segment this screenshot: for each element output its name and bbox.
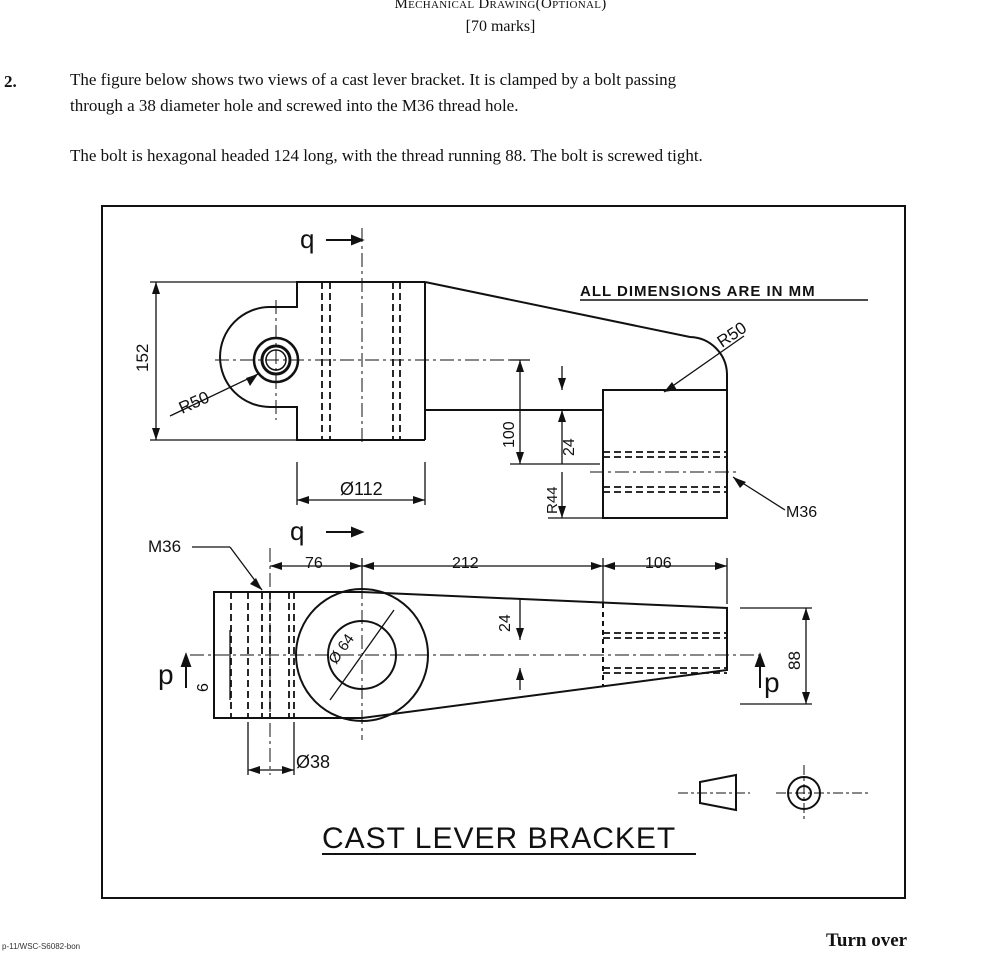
front-view-arm-top-edge	[424, 281, 728, 391]
question-number: 2.	[4, 72, 17, 91]
front-view	[219, 281, 728, 519]
dim-24-front-label: 24	[561, 438, 578, 456]
plan-view-hidden-lines	[230, 592, 727, 718]
thread-m36-front-label: M36	[786, 504, 817, 521]
front-view-end-block	[602, 389, 728, 519]
dim-dia38-label: Ø38	[296, 752, 330, 772]
section-p-markers	[180, 652, 766, 688]
front-view-arrowheads	[152, 282, 746, 518]
front-view-boss-outline	[219, 281, 425, 441]
question-text-line-1: The figure below shows two views of a ca…	[70, 70, 677, 89]
section-q-markers	[326, 234, 365, 538]
plan-view-dimension-lines	[192, 546, 812, 775]
dim-106-label: 106	[645, 555, 672, 572]
section-p-label-left: p	[158, 659, 174, 690]
front-view-hidden-lines	[321, 282, 727, 493]
dim-r50-right-label: R50	[714, 318, 750, 351]
plan-view-centre-lines	[190, 548, 760, 775]
plan-view-arm-outline	[361, 591, 728, 719]
dim-r44-label: R44	[544, 486, 561, 514]
dim-6-label: 6	[195, 683, 212, 692]
thread-m36-plan-label: M36	[148, 537, 181, 556]
plan-view-left-outline	[213, 591, 362, 719]
drawing-caption: CAST LEVER BRACKET	[322, 822, 676, 855]
footer-paper-code: p-11/WSC-S6082-bon	[2, 942, 81, 951]
question-text-line-3: The bolt is hexagonal headed 124 long, w…	[70, 146, 703, 165]
dim-152-label: 152	[133, 344, 152, 372]
front-view-bolt-hole	[252, 336, 300, 384]
dim-dia112-label: Ø112	[340, 479, 383, 499]
plan-view-arrowheads	[248, 562, 810, 774]
dim-76-label: 76	[305, 555, 323, 572]
dim-24-plan-label: 24	[497, 614, 514, 632]
dimensions-note: ALL DIMENSIONS ARE IN MM	[580, 283, 816, 300]
dim-212-label: 212	[452, 555, 479, 572]
paper-title: Mechanical Drawing(Optional)	[394, 0, 607, 12]
question-text-line-2: through a 38 diameter hole and screwed i…	[70, 96, 519, 115]
dim-dia64-label: Ø 64	[325, 631, 358, 667]
front-view-centre-lines	[215, 228, 740, 473]
section-p-label-right: p	[764, 667, 780, 698]
drawing-border	[101, 205, 906, 899]
paper-marks: [70 marks]	[465, 18, 536, 35]
section-q-label-bottom: q	[290, 516, 304, 546]
dim-100-label: 100	[501, 421, 518, 448]
dim-r50-left-label: R50	[176, 388, 212, 418]
turn-over-label: Turn over	[826, 930, 908, 951]
projection-symbol-centre-lines	[678, 765, 870, 822]
dim-88-label: 88	[785, 651, 804, 670]
section-q-label-top: q	[300, 224, 314, 254]
